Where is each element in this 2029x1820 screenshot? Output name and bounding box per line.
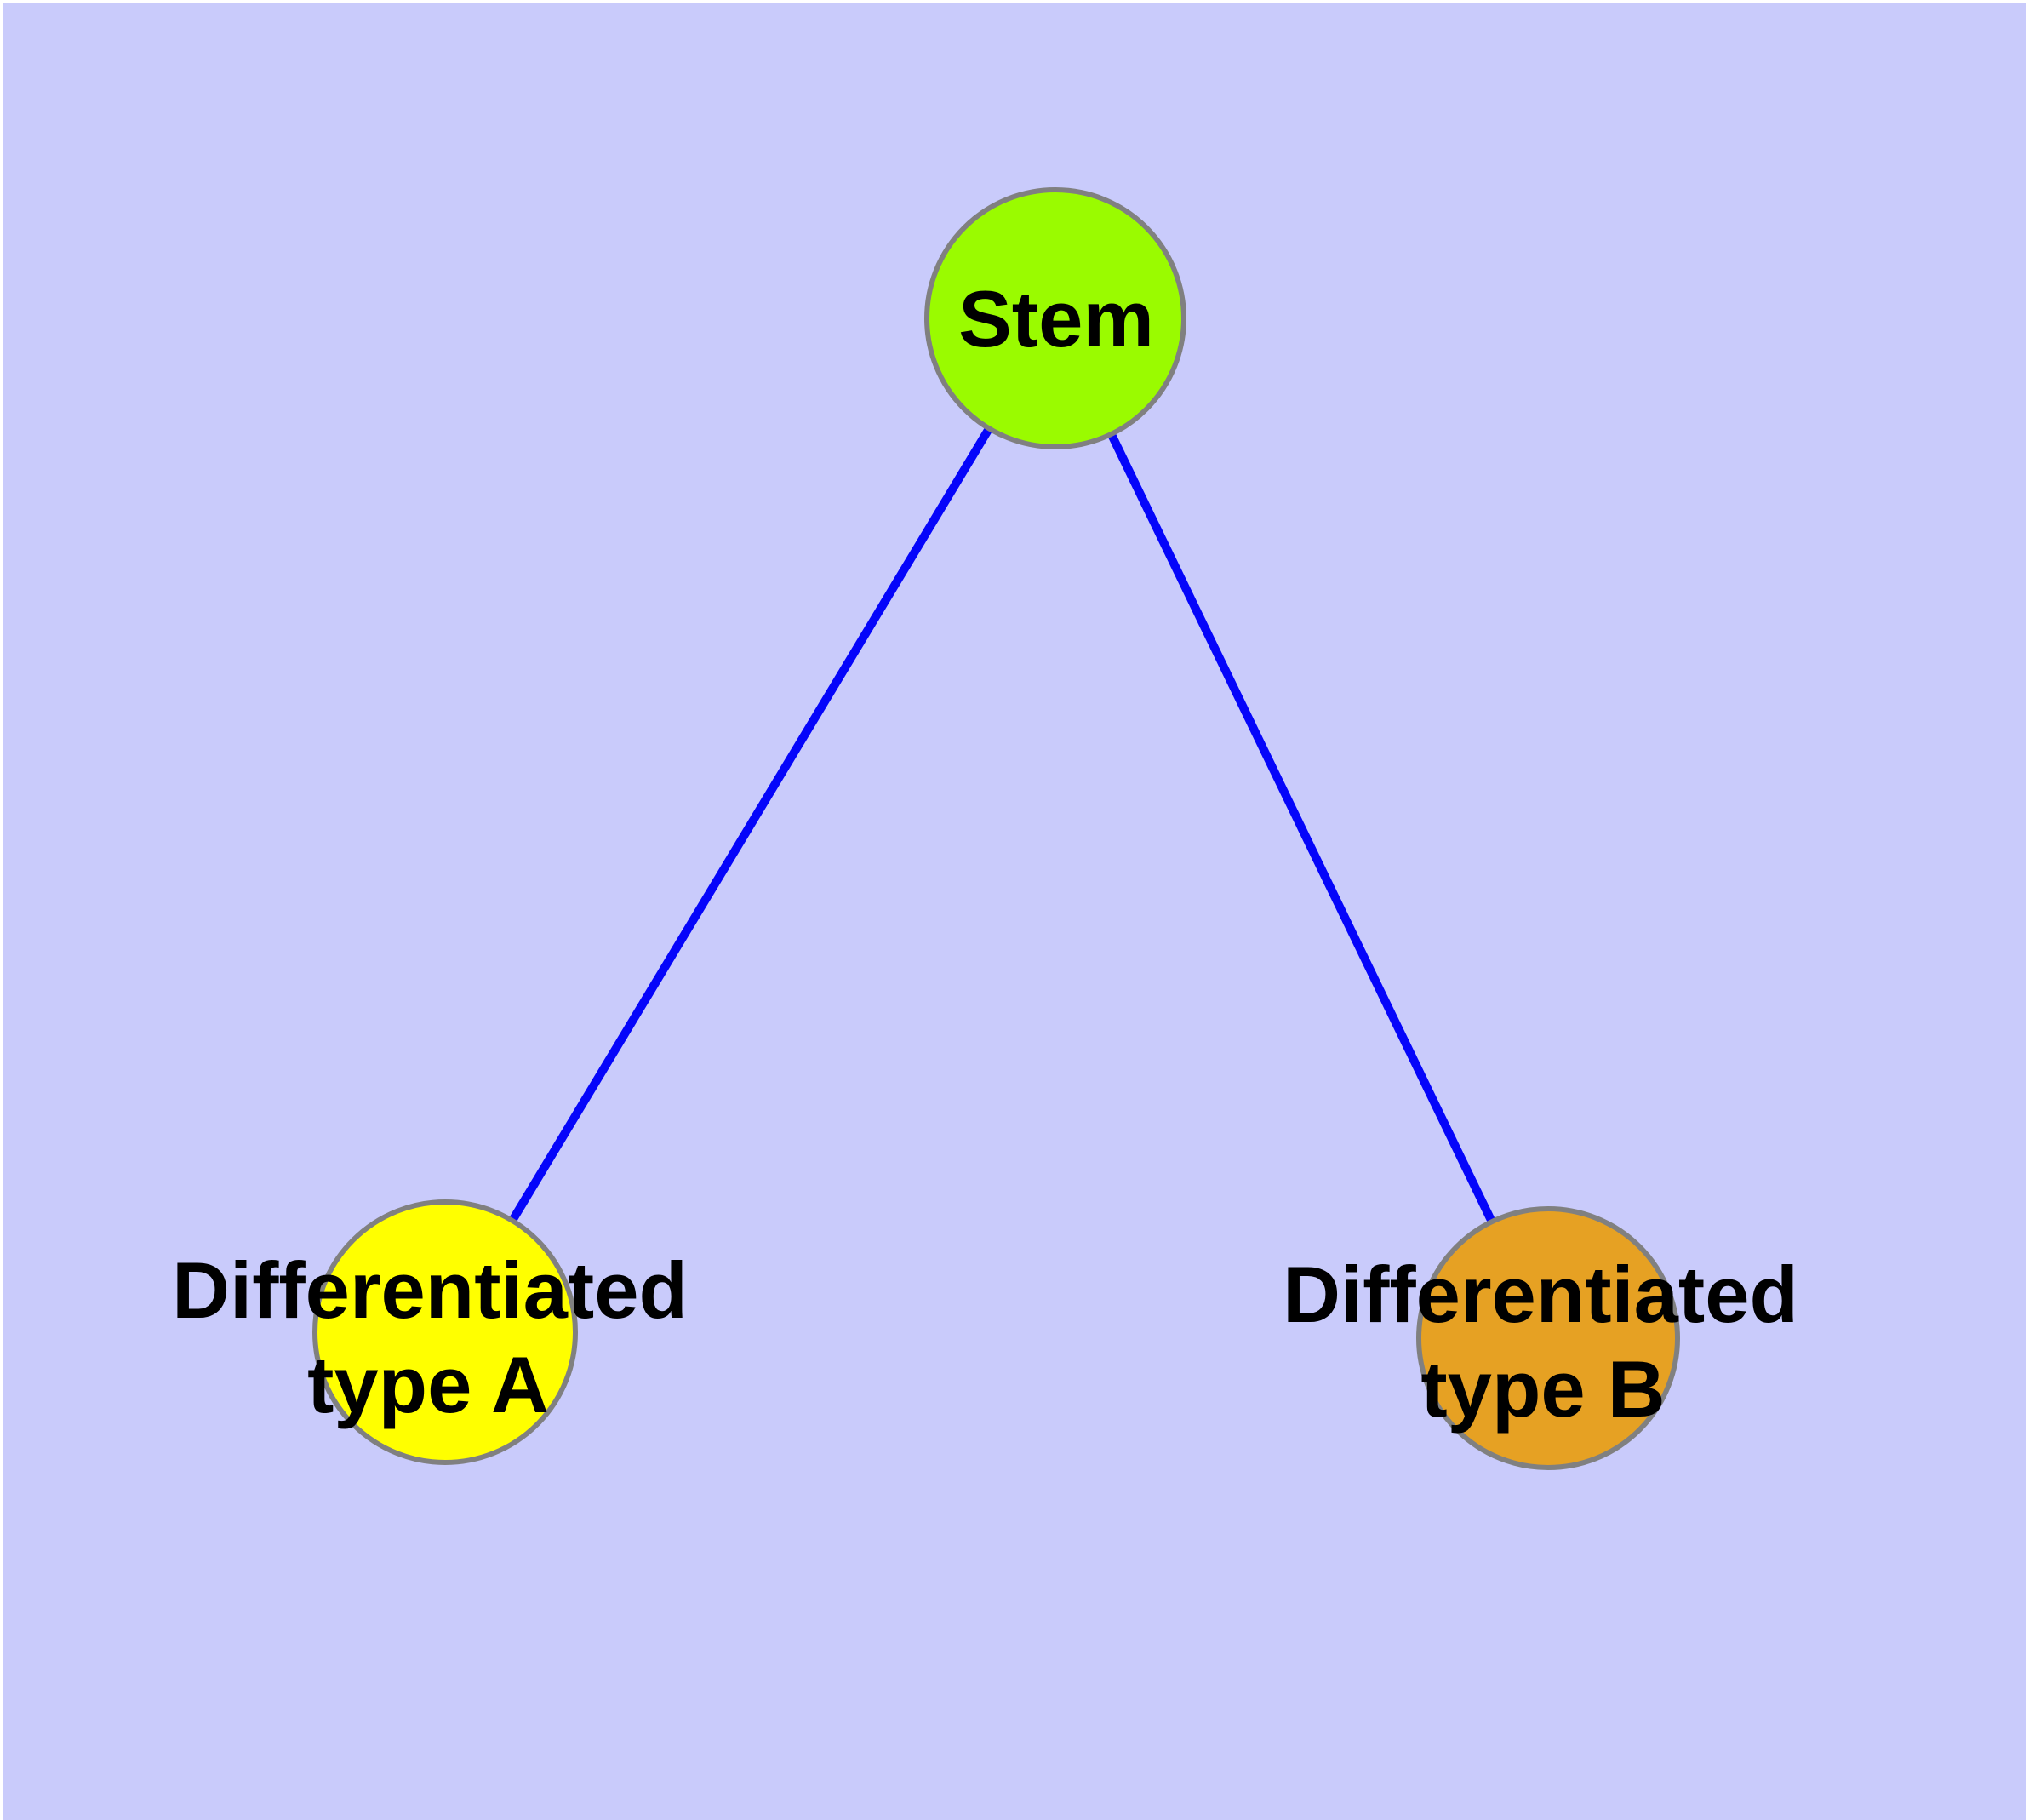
node-differentiated-type-b-label-line1: Differentiated xyxy=(1283,1250,1798,1339)
node-stem: Stem xyxy=(924,187,1186,449)
edge-stem-to-type-b xyxy=(1051,316,1552,1341)
node-differentiated-type-b-label-line2: type B xyxy=(1420,1344,1665,1434)
edges xyxy=(441,316,1552,1341)
edge-stem-to-type-a xyxy=(441,316,1060,1335)
node-differentiated-type-a-label-line2: type A xyxy=(307,1340,549,1429)
node-differentiated-type-a-label-line1: Differentiated xyxy=(172,1245,688,1335)
node-differentiated-type-a-circle xyxy=(312,1199,578,1465)
node-differentiated-type-a: Differentiated type A xyxy=(172,1199,688,1465)
node-differentiated-type-b: Differentiated type B xyxy=(1283,1206,1798,1470)
node-differentiated-type-b-circle xyxy=(1416,1206,1680,1470)
node-stem-circle xyxy=(924,187,1186,449)
node-stem-label: Stem xyxy=(958,274,1154,363)
